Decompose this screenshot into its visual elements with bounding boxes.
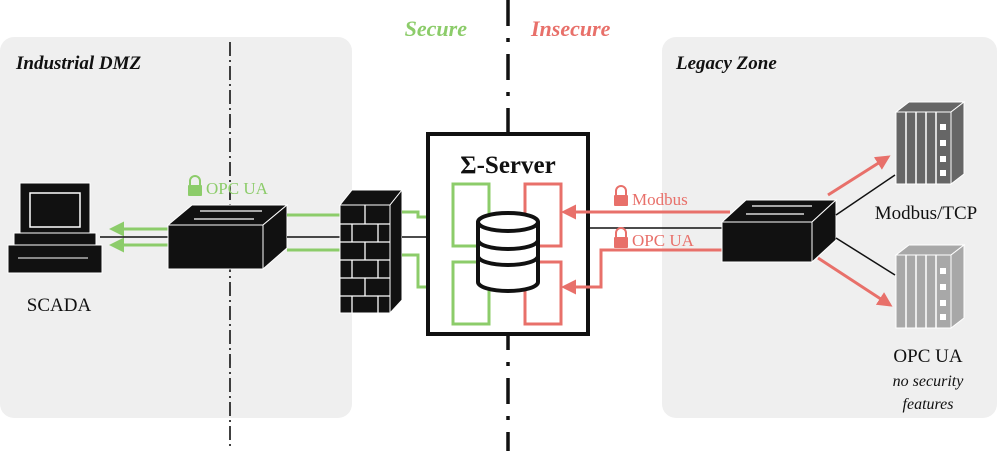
opcua-lock-icon bbox=[614, 227, 628, 248]
switch-to-opcua-device-line bbox=[835, 237, 896, 276]
scada-computer-icon bbox=[7, 182, 103, 274]
sigma-server-title: Σ-Server bbox=[460, 152, 555, 179]
switch-to-modbus-device-line bbox=[835, 174, 896, 216]
scada-label: SCADA bbox=[27, 295, 92, 316]
modbus-tcp-label: Modbus/TCP bbox=[875, 203, 977, 224]
dmz-opcua-protocol: OPC UA bbox=[206, 179, 269, 198]
lock-icon bbox=[188, 175, 202, 196]
database-icon bbox=[476, 211, 540, 293]
dmz-switch-icon bbox=[166, 203, 289, 271]
opcua-device-label: OPC UA bbox=[893, 346, 962, 367]
opcua-to-server-arrow bbox=[561, 248, 722, 295]
firewall-icon bbox=[338, 188, 404, 315]
no-security-note-line2: features bbox=[903, 396, 954, 413]
modbus-lock-icon bbox=[614, 185, 628, 206]
opcua-plc-icon bbox=[894, 243, 966, 330]
switch-to-modbus-device-arrow bbox=[827, 155, 891, 197]
legacy-opcua-protocol-label: OPC UA bbox=[632, 231, 695, 250]
no-security-note-line1: no security bbox=[893, 373, 965, 390]
legacy-switch-icon bbox=[720, 198, 838, 264]
secure-label: Secure bbox=[405, 16, 468, 41]
insecure-label: Insecure bbox=[530, 16, 611, 41]
industrial-dmz-title: Industrial DMZ bbox=[15, 53, 142, 74]
modbus-protocol-label: Modbus bbox=[632, 190, 688, 209]
legacy-zone-title: Legacy Zone bbox=[675, 53, 777, 74]
switch-to-opcua-device-arrow bbox=[817, 256, 893, 307]
modbus-plc-icon bbox=[894, 100, 966, 186]
